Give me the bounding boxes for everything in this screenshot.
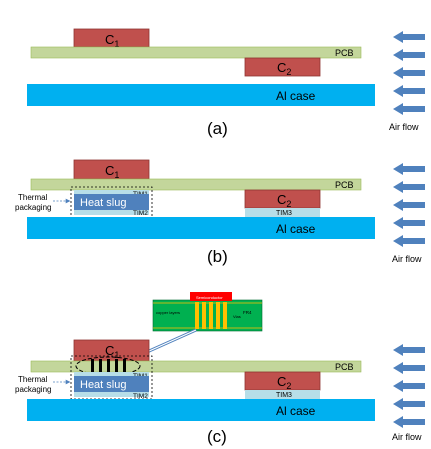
pcb-via [99, 359, 102, 373]
al-case-label: Al case [276, 89, 316, 103]
inset-board-label: FR4 [243, 310, 252, 315]
pcb-label: PCB [335, 362, 354, 372]
pcb-via [107, 359, 110, 373]
inset-chip [190, 292, 232, 301]
inset-via [202, 302, 206, 329]
airflow-arrow-icon [393, 49, 425, 61]
tim1 [74, 372, 149, 376]
airflow-arrow-icon [393, 199, 425, 211]
c2-component [244, 57, 321, 77]
airflow-arrow-icon [393, 416, 425, 428]
airflow-arrow-icon [393, 362, 425, 374]
airflow-arrow-icon [393, 344, 425, 356]
airflow-arrow-icon [393, 398, 425, 410]
airflow-arrow-icon [393, 235, 425, 247]
inset-via [223, 302, 227, 329]
pcb-cross-section-inset: Semiconductor copper layers Vias FR4 [152, 292, 263, 332]
c1-label: C1 [105, 32, 119, 49]
heat-slug [74, 194, 149, 210]
c2-label: C2 [277, 60, 291, 77]
al-case [27, 84, 375, 106]
airflow-label: Air flow [392, 254, 422, 264]
tim3-label: TIM3 [276, 210, 292, 217]
inset-via [209, 302, 213, 329]
pcb-via [91, 359, 94, 373]
airflow-arrows [393, 344, 425, 428]
pcb [30, 46, 362, 59]
al-case-label: Al case [276, 222, 316, 236]
pcb [30, 360, 362, 373]
pcb-label: PCB [335, 180, 354, 190]
panel-a: C1 PCB C2 Al case (a) Air flow [27, 28, 425, 138]
airflow-arrows [393, 31, 425, 115]
panel-c: Semiconductor copper layers Vias FR4 C1 … [15, 292, 425, 446]
caption-a: (a) [207, 119, 228, 138]
c2-label: C2 [277, 374, 291, 391]
al-case [27, 217, 375, 239]
tim2-label: TIM2 [133, 393, 148, 400]
airflow-label: Air flow [392, 432, 422, 442]
pcb-via [123, 359, 126, 373]
heat-slug-label: Heat slug [80, 379, 126, 391]
airflow-arrow-icon [393, 217, 425, 229]
airflow-arrow-icon [393, 181, 425, 193]
caption-b: (b) [207, 247, 228, 266]
heat-slug [74, 376, 149, 392]
c1-label: C1 [105, 343, 119, 360]
airflow-arrow-icon [393, 85, 425, 97]
c2-label: C2 [277, 192, 291, 209]
airflow-arrow-icon [393, 31, 425, 43]
caption-c: (c) [207, 427, 227, 446]
pcb-vias [91, 359, 126, 373]
inset-via [195, 302, 199, 329]
airflow-arrow-icon [393, 103, 425, 115]
airflow-arrow-icon [393, 163, 425, 175]
pcb-label: PCB [335, 48, 354, 58]
al-case-label: Al case [276, 404, 316, 418]
inset-vias-label: Vias [233, 314, 241, 319]
tim3-label: TIM3 [276, 392, 292, 399]
inset-via [216, 302, 220, 329]
airflow-arrow-icon [393, 380, 425, 392]
inset-copper-label: copper layers [156, 310, 180, 315]
tim2 [74, 392, 149, 397]
tim3 [245, 390, 320, 399]
tim3 [245, 208, 320, 217]
tim2 [74, 210, 149, 215]
airflow-arrows [393, 163, 425, 247]
pcb [30, 178, 362, 191]
pcb-via [115, 359, 118, 373]
tim2-label: TIM2 [133, 210, 148, 217]
airflow-label: Air flow [389, 122, 419, 132]
airflow-arrow-icon [393, 67, 425, 79]
inset-chip-label: Semiconductor [196, 295, 223, 300]
panel-b: C1 PCB TIM1 Heat slug TIM2 Thermalpackag… [15, 159, 425, 266]
al-case [27, 399, 375, 421]
heat-slug-label: Heat slug [80, 197, 126, 209]
c1-label: C1 [105, 163, 119, 180]
tim1 [74, 190, 149, 194]
via-highlight-ellipse [75, 356, 141, 376]
inset-board [152, 299, 263, 332]
